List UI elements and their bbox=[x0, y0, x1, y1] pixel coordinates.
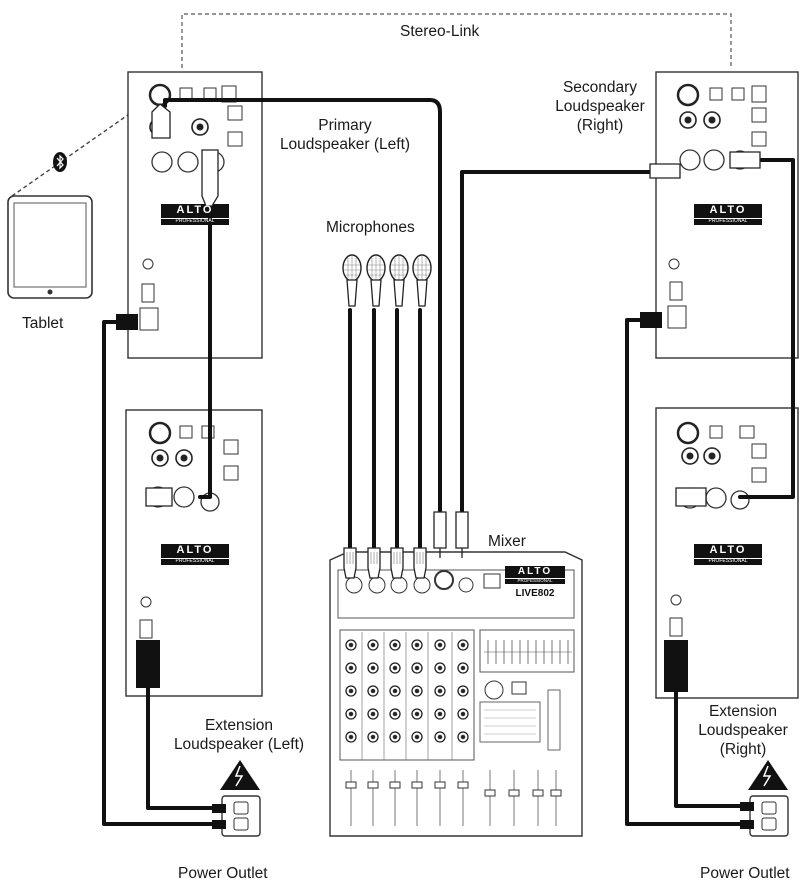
xlr-connector-icon bbox=[649, 163, 681, 179]
cables bbox=[102, 98, 795, 826]
tablet-icon bbox=[7, 195, 93, 299]
brand-extension-left: ALTO bbox=[176, 544, 214, 556]
cable-mixer-to-secondary bbox=[460, 170, 652, 518]
brand-sub-extension-right: PROFESSIONAL bbox=[708, 558, 748, 564]
mixer: LIVE802 bbox=[329, 551, 583, 837]
brand-primary: ALTO bbox=[176, 204, 214, 216]
microphone-icon bbox=[342, 254, 362, 307]
ext-right-line1: Extension bbox=[708, 703, 778, 720]
brand-sub-mixer: PROFESSIONAL bbox=[517, 578, 553, 583]
microphones-label: Microphones bbox=[326, 219, 415, 236]
cable-primary-to-extension-left bbox=[198, 188, 212, 499]
high-voltage-icon bbox=[220, 760, 260, 790]
xlr-connector-icon bbox=[729, 151, 761, 169]
mixer-model: LIVE802 bbox=[516, 588, 555, 599]
xlr-connector-icon bbox=[145, 487, 173, 507]
power-plug-icon bbox=[116, 312, 688, 692]
primary-label-line2: Loudspeaker (Left) bbox=[279, 136, 411, 153]
secondary-label-line1: Secondary bbox=[562, 79, 638, 96]
secondary-label-line3: (Right) bbox=[576, 117, 624, 134]
ext-right-line3: (Right) bbox=[719, 741, 767, 758]
power-outlet-icon bbox=[749, 795, 789, 837]
xlr-connector-icon bbox=[151, 103, 171, 139]
mixer-label: Mixer bbox=[488, 533, 526, 550]
secondary-loudspeaker-right bbox=[655, 71, 799, 359]
secondary-label-line2: Loudspeaker bbox=[555, 98, 645, 115]
xlr-connector-icon bbox=[201, 149, 219, 207]
xlr-connector-icon bbox=[413, 547, 427, 579]
primary-label-line1: Primary bbox=[318, 117, 372, 134]
cable-secondary-to-extension-right bbox=[738, 158, 795, 499]
power-outlet-right-label: Power Outlet bbox=[700, 865, 790, 882]
power-outlet-icon bbox=[221, 795, 261, 837]
tablet-label: Tablet bbox=[22, 315, 64, 332]
brand-extension-right: ALTO bbox=[709, 544, 747, 556]
power-outlet-right bbox=[740, 760, 789, 837]
power-outlet-left bbox=[212, 760, 261, 837]
brand-mixer: ALTO bbox=[517, 566, 553, 577]
extension-right-label: Extension Loudspeaker (Right) bbox=[686, 702, 800, 759]
xlr-connector-icon bbox=[390, 547, 404, 579]
mixer-channel-strips bbox=[339, 629, 475, 761]
extension-left-label: Extension Loudspeaker (Left) bbox=[166, 716, 312, 754]
mixer-master-section bbox=[479, 680, 561, 751]
stereo-link-line bbox=[181, 13, 732, 68]
mixer-logo bbox=[505, 566, 565, 584]
mixer-faders bbox=[345, 770, 562, 826]
microphone-icon bbox=[366, 254, 386, 307]
bluetooth-link-line bbox=[11, 109, 136, 197]
bluetooth-icon bbox=[53, 152, 67, 172]
brand-secondary: ALTO bbox=[709, 204, 747, 216]
power-cable-extension-left bbox=[146, 658, 222, 810]
power-cable-secondary bbox=[625, 318, 746, 826]
microphones-group bbox=[342, 254, 432, 307]
brand-sub-extension-left: PROFESSIONAL bbox=[175, 558, 215, 564]
mixer-graphic-eq bbox=[479, 629, 575, 673]
brand-sub-secondary: PROFESSIONAL bbox=[708, 218, 748, 224]
xlr-connector-icon bbox=[343, 547, 357, 579]
primary-loudspeaker-left bbox=[127, 71, 263, 359]
ext-left-line2: Loudspeaker (Left) bbox=[173, 736, 305, 753]
stereo-link-label: Stereo-Link bbox=[400, 23, 480, 40]
brand-sub-primary: PROFESSIONAL bbox=[175, 218, 215, 224]
high-voltage-icon bbox=[748, 760, 788, 790]
power-cable-primary bbox=[102, 320, 222, 826]
power-cable-extension-right bbox=[674, 658, 746, 808]
cable-mixer-to-primary bbox=[163, 98, 442, 518]
power-outlet-left-label: Power Outlet bbox=[178, 865, 268, 882]
secondary-loudspeaker-label: Secondary Loudspeaker (Right) bbox=[540, 78, 660, 135]
ext-right-line2: Loudspeaker bbox=[698, 722, 788, 739]
xlr-connector-icon bbox=[675, 487, 707, 507]
primary-loudspeaker-label: Primary Loudspeaker (Left) bbox=[270, 116, 420, 154]
xlr-connector-icon bbox=[367, 547, 381, 579]
mixer-output-plugs bbox=[433, 511, 469, 558]
microphone-icon bbox=[412, 254, 432, 307]
microphone-icon bbox=[389, 254, 409, 307]
ext-left-line1: Extension bbox=[204, 717, 274, 734]
